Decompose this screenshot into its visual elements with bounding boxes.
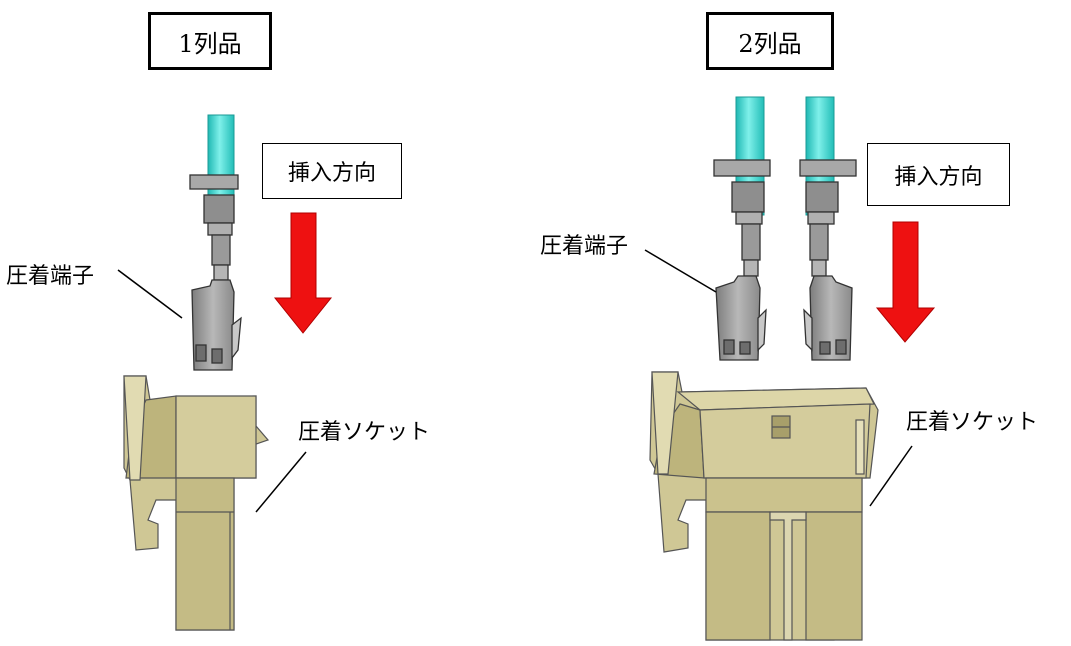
- socket-label-left: 圧着ソケット: [298, 420, 431, 445]
- leader-line-socket-right: [869, 445, 913, 507]
- crimp-socket-right: [649, 371, 879, 641]
- terminal-label-right: 圧着端子: [540, 234, 629, 259]
- title-2-row: 2列品: [738, 29, 802, 58]
- crimp-terminal-right-2: [799, 159, 857, 361]
- insert-direction-label-right: 挿入方向: [894, 164, 983, 190]
- leader-line-terminal-left: [117, 269, 183, 319]
- crimp-terminal-right-1: [713, 159, 771, 361]
- leader-line-socket-left: [255, 451, 307, 513]
- insert-direction-label-left: 挿入方向: [287, 161, 376, 186]
- insert-direction-box-left: 挿入方向: [262, 143, 402, 199]
- socket-label-right: 圧着ソケット: [906, 410, 1039, 435]
- crimp-socket-left: [123, 375, 270, 631]
- title-1-row: 1列品: [178, 29, 242, 58]
- title-box-1-row: 1列品: [148, 12, 272, 70]
- crimp-terminal-left: [189, 174, 242, 371]
- title-box-2-row: 2列品: [706, 12, 834, 70]
- leader-line-terminal-right: [644, 249, 717, 293]
- terminal-label-left: 圧着端子: [6, 264, 95, 289]
- insertion-arrow-right: [875, 221, 936, 343]
- insert-direction-box-right: 挿入方向: [867, 143, 1010, 206]
- insertion-arrow-left: [273, 212, 333, 334]
